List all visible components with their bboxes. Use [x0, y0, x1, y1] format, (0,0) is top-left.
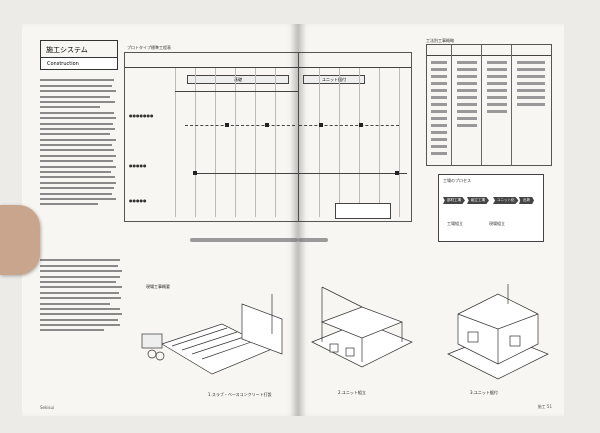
flow-step-1: 部材工場: [443, 197, 465, 204]
flow-step-4: 出荷: [519, 197, 534, 204]
isometric-illustration-3: [447, 284, 549, 380]
caption-isometric-2: 2.ユニット組立: [338, 390, 366, 395]
thumb: [0, 205, 40, 275]
book-spread: 施工システム Construction プロトタイプ標準工程表 基礎: [22, 24, 564, 416]
section-title: 施工システム: [40, 40, 118, 58]
schedule-chart-left: プロトタイプ標準工程表 基礎 ●●●●●●● ●●●●● ●●●●●: [124, 45, 298, 222]
section-subtitle: Construction: [40, 58, 118, 70]
schedule-bar-right: [298, 238, 328, 242]
caption-isometric-1: 1.スラブ・ベースコンクリート打設: [208, 392, 272, 397]
figure-heading: 現場工事概要: [146, 284, 170, 289]
book-gutter: [290, 24, 306, 416]
flow-heading: 工場のプロセス: [443, 178, 471, 183]
left-folio: Sekisui: [40, 405, 55, 410]
schedule-chart-right: ユニット据付: [298, 52, 412, 222]
timeline-band-unit: ユニット据付: [303, 75, 365, 84]
isometric-illustration-2: [311, 286, 413, 368]
legend-item-1: 工場組立: [447, 221, 463, 226]
method-table: [426, 44, 552, 166]
flow-step-3: ユニット化: [493, 197, 519, 204]
legend-item-2: 現場組立: [489, 221, 505, 226]
process-flow-box: 工場のプロセス 部材工場 組立工場 ユニット化 出荷 工場組立 現場組立: [438, 174, 544, 242]
table-heading: 工法別工事概略: [426, 38, 454, 43]
schedule-bar: [190, 238, 298, 242]
right-folio: 施工 51: [537, 404, 552, 409]
isometric-illustration-1: [141, 294, 283, 375]
caption-isometric-3: 3.ユニット据付: [470, 390, 498, 395]
timeline-heading: プロトタイプ標準工程表: [127, 45, 171, 50]
right-page: ユニット据付 工法別工事概略 工場のプロセス: [298, 24, 564, 416]
body-paragraph-1: [40, 76, 116, 209]
timeline-band-foundation: 基礎: [187, 75, 289, 84]
body-paragraph-2: [40, 256, 122, 335]
left-page: 施工システム Construction プロトタイプ標準工程表 基礎: [22, 24, 298, 416]
flow-step-2: 組立工場: [467, 197, 489, 204]
